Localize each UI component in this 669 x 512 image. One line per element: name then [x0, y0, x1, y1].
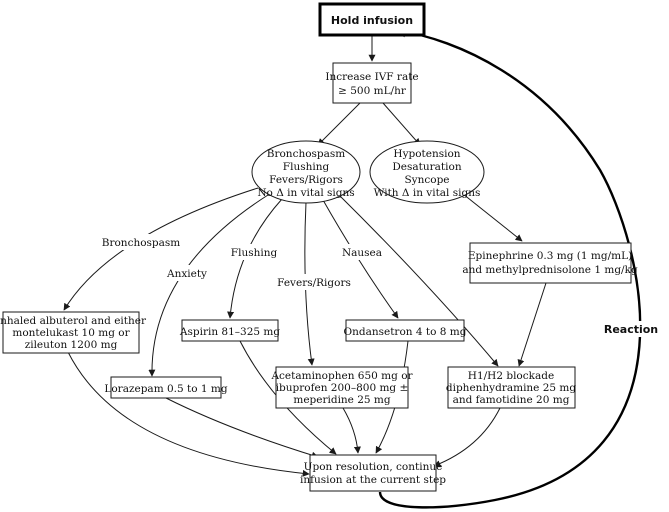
- edge-albuterol-to-resolution: [67, 351, 310, 477]
- edge-labels: Bronchospasm Anxiety Flushing Fevers/Rig…: [102, 234, 660, 337]
- label-bg-flushing: [232, 244, 276, 260]
- node-ondansetron: Ondansetron 4 to 8 mg: [344, 319, 467, 342]
- label-bg-anxiety: [165, 265, 209, 281]
- edge-label-bronchospasm: Bronchospasm: [102, 237, 181, 249]
- edge-epi-to-h1h2: [517, 282, 547, 367]
- epi-line-1: and methylprednisolone 1 mg/kg: [462, 264, 638, 276]
- edge-ivf-to-severe: [382, 102, 421, 146]
- acetaminophen-line-1: ibuprofen 200–800 mg ±: [276, 382, 409, 394]
- edge-severe-to-epi: [457, 189, 523, 242]
- ivf-line-1: ≥ 500 mL/hr: [338, 85, 407, 97]
- edge-label-flushing: Flushing: [231, 247, 278, 259]
- edge-h1h2-to-resolution: [433, 407, 501, 467]
- acetaminophen-line-0: Acetaminophen 650 mg or: [270, 370, 413, 382]
- node-acetaminophen: Acetaminophen 650 mg or ibuprofen 200–80…: [270, 366, 414, 409]
- resolution-line-0: Upon resolution, continue: [304, 461, 443, 473]
- node-aspirin: Aspirin 81–325 mg: [179, 319, 280, 342]
- severe-line-0: Hypotension: [393, 148, 460, 160]
- hold-line-0: Hold infusion: [331, 14, 413, 27]
- edge-label-fevers: Fevers/Rigors: [277, 277, 351, 289]
- node-resolution: Upon resolution, continue infusion at th…: [300, 454, 446, 492]
- node-albuterol: Inhaled albuterol and either montelukast…: [0, 311, 147, 354]
- acetaminophen-line-2: meperidine 25 mg: [293, 394, 391, 406]
- albuterol-line-0: Inhaled albuterol and either: [0, 315, 147, 327]
- severe-line-3: With Δ in vital signs: [374, 187, 481, 199]
- edge-label-nausea: Nausea: [342, 247, 382, 259]
- mild-line-2: Fevers/Rigors: [269, 174, 343, 186]
- mild-line-3: No Δ in vital signs: [257, 187, 354, 199]
- albuterol-line-1: montelukast 10 mg or: [12, 327, 130, 339]
- edge-label-reaction: Reaction: [604, 323, 658, 336]
- lorazepam-line-0: Lorazepam 0.5 to 1 mg: [104, 383, 227, 395]
- label-bg-bronchospasm: [104, 234, 178, 250]
- severe-line-1: Desaturation: [392, 161, 461, 173]
- ivf-line-0: Increase IVF rate: [325, 71, 418, 83]
- label-bg-nausea: [340, 244, 384, 260]
- edge-acetaminophen-to-resolution: [342, 407, 361, 454]
- node-increase-ivf: Increase IVF rate ≥ 500 mL/hr: [325, 62, 419, 104]
- node-lorazepam: Lorazepam 0.5 to 1 mg: [104, 376, 228, 399]
- albuterol-line-2: zileuton 1200 mg: [25, 339, 118, 351]
- h1h2-line-2: and famotidine 20 mg: [453, 394, 570, 406]
- resolution-line-1: infusion at the current step: [300, 474, 446, 486]
- edge-mild-to-ondansetron: [322, 199, 399, 319]
- mild-line-0: Bronchospasm: [267, 148, 346, 160]
- label-bg-reaction: [602, 321, 660, 337]
- edge-label-anxiety: Anxiety: [166, 268, 207, 280]
- edge-mild-to-h1h2: [337, 193, 499, 367]
- edge-reaction-loop: [378, 25, 642, 509]
- severe-line-2: Syncope: [404, 174, 449, 186]
- ondansetron-line-0: Ondansetron 4 to 8 mg: [344, 326, 467, 338]
- edge-lorazepam-to-resolution: [165, 397, 319, 459]
- node-h1h2-blockade: H1/H2 blockade diphenhydramine 25 mg and…: [446, 366, 577, 409]
- label-bg-fevers: [279, 274, 351, 290]
- mild-line-1: Flushing: [283, 161, 330, 173]
- edge-mild-to-lorazepam: [148, 194, 269, 377]
- h1h2-line-0: H1/H2 blockade: [468, 370, 554, 382]
- node-severe-reaction: Hypotension Desaturation Syncope With Δ …: [369, 140, 485, 204]
- epi-line-0: Epinephrine 0.3 mg (1 mg/mL): [468, 250, 632, 262]
- h1h2-line-1: diphenhydramine 25 mg: [446, 382, 577, 394]
- edge-ivf-to-mild: [317, 102, 361, 146]
- node-epinephrine: Epinephrine 0.3 mg (1 mg/mL) and methylp…: [462, 242, 638, 284]
- node-hold-infusion: Hold infusion: [318, 2, 426, 37]
- aspirin-line-0: Aspirin 81–325 mg: [179, 326, 280, 338]
- node-mild-reaction: Bronchospasm Flushing Fevers/Rigors No Δ…: [251, 140, 361, 204]
